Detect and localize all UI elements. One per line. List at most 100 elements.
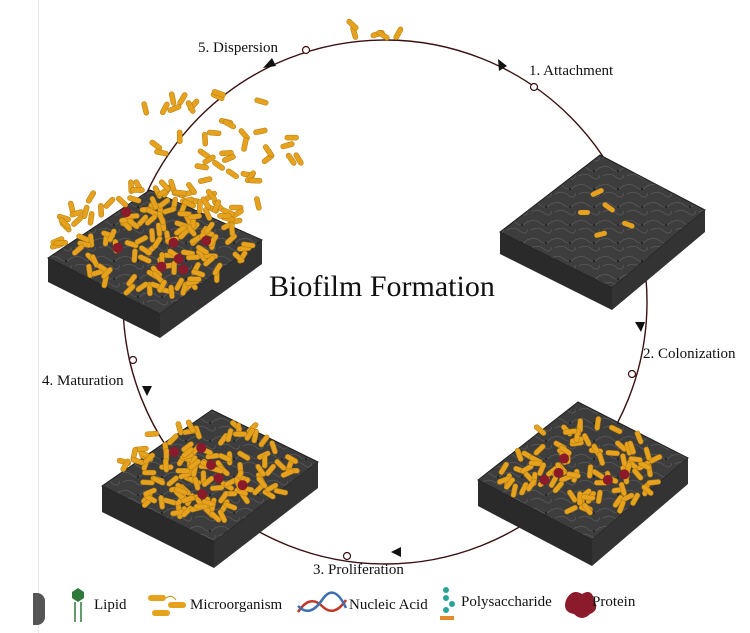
microorganism [209,484,225,492]
microorganism [185,419,196,434]
dispersion-surface [47,189,263,338]
microorganism [258,434,270,448]
protein-blob [173,253,184,264]
microorganism [284,134,299,141]
protein-blob [602,474,613,485]
microorganism [126,218,140,230]
microorganism [149,196,159,210]
microorganism [222,119,236,130]
microorganism [188,458,201,470]
microorganism [274,459,287,471]
microorganism [187,276,202,283]
microorganism [76,233,91,243]
microorganism [212,262,223,276]
microorganism [285,152,297,166]
microorganism [537,462,547,477]
microorganism [53,239,69,247]
microorganism [200,196,212,210]
microorganism [162,206,177,215]
arrow-icon-1 [263,58,276,68]
microorganism [175,421,184,436]
microorganism [142,469,157,476]
microorganism [217,213,232,219]
attachment-surface [499,154,706,310]
scroll-handle[interactable] [33,593,45,625]
microorganism [201,131,209,147]
protein-blob [559,453,570,464]
marker-maturation [128,355,138,365]
microorganism [144,214,158,226]
microorganism [218,453,232,463]
microorganism [595,489,603,505]
floating-microorganisms [141,18,404,221]
microorganism [149,139,163,151]
microorganism [559,444,572,456]
microorganism [228,222,236,237]
microorganism [194,163,209,171]
microorganism [219,150,234,157]
microorganism [280,468,295,478]
microorganism [103,196,116,209]
microorganism [632,468,644,481]
microorganism [168,91,177,106]
microorganism [176,129,183,145]
microorganism [167,104,182,113]
microorganism [203,255,216,267]
microorganism [168,284,175,300]
microorganism [273,488,289,496]
microorganism [191,269,206,278]
microorganism [269,440,278,455]
microorganism [212,199,222,214]
microorganism [141,101,150,116]
microorganism [634,430,644,445]
microorganism [280,141,295,150]
legend-protein: Protein [592,594,636,610]
protein-blob [156,261,167,272]
microorganism [123,283,136,296]
microorganism [510,483,519,498]
microorganism [174,277,185,292]
microorganism [149,228,156,243]
microorganism [185,100,196,114]
microorganism [605,449,620,457]
microorganism [284,454,299,465]
microorganism [533,443,546,456]
microorganism [262,144,274,158]
microorganism [221,154,236,163]
microorganism [186,182,197,195]
maturation-microorganisms [116,419,300,523]
microorganism [638,460,652,471]
protein-blob [197,489,208,500]
microorganism [525,478,537,492]
microorganism [71,215,84,227]
microorganism [101,267,113,280]
microorganism [185,254,201,261]
microorganism [514,447,524,462]
microorganism [346,18,359,31]
microorganism [608,424,623,435]
microorganism [196,199,203,214]
microorganism [81,204,90,219]
arrow-icon-5 [142,386,152,396]
marker-proliferation [342,551,352,561]
microorganism [241,241,256,249]
microorganism [205,188,217,202]
microorganism [225,428,234,443]
stage-label-attachment: 1. Attachment [529,63,614,79]
microorganism [143,452,156,465]
protein-blob [121,207,132,218]
protein-blob [168,237,179,248]
microorganism [207,233,219,247]
microorganism [137,254,152,264]
protein-icon [565,592,597,618]
microorganism [209,510,222,523]
microorganism [130,187,145,193]
microorganism [198,176,213,184]
microorganism [237,450,251,461]
arrow-icon-4 [391,547,401,557]
microorganism [594,416,602,431]
microorganism [166,433,179,446]
microorganism [154,149,169,157]
microorganism [254,196,262,211]
